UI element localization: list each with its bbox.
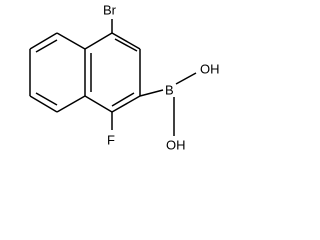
bond-c4a-c5 — [56, 32, 86, 50]
atom-hydroxyl-upper-label: OH — [200, 61, 220, 76]
bond-c8-c8a — [56, 95, 86, 113]
bond-c7-c8 — [29, 95, 58, 113]
atom-bromine-label: Br — [103, 2, 117, 17]
atom-fluorine-label: F — [107, 132, 115, 147]
atom-boron-label: B — [165, 82, 174, 97]
chemical-structure: Br F B OH OH — [29, 2, 220, 152]
bond-c2-c1 — [111, 95, 141, 113]
bond-c5-c6 — [29, 32, 58, 50]
bond-c2-c1-inner — [111, 92, 135, 107]
bond-c2-b — [139, 89, 164, 97]
atom-hydroxyl-lower-label: OH — [166, 137, 186, 152]
bond-c5-c6-inner — [35, 39, 58, 53]
bond-c1-c8a — [84, 95, 113, 113]
bond-b-oh-upper — [175, 72, 197, 85]
bond-c4-c3-inner — [114, 38, 138, 52]
bond-c4a-c4 — [84, 32, 113, 50]
bond-c4-c3 — [111, 32, 141, 50]
bond-c7-c8-inner — [35, 92, 58, 106]
